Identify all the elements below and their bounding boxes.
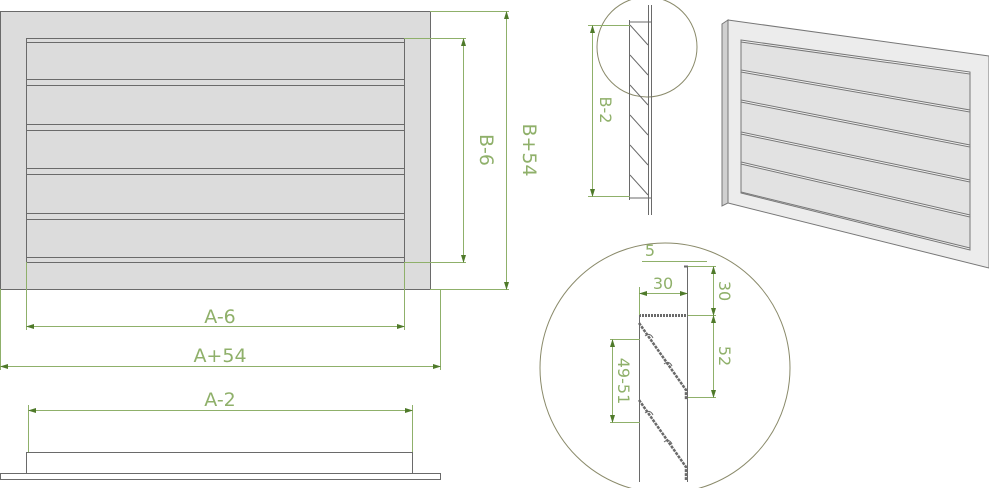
detail-circle [539,242,791,488]
front-view: B-6 B+54 A-6 A+54 [0,11,540,370]
label-side-height: B-2 [596,97,615,124]
label-bottom-width: A-2 [204,389,236,411]
label-slat-pitch: 49-51 [614,358,633,405]
label-outer-height: B+54 [518,123,540,176]
label-flange-depth: 30 [653,274,673,293]
label-flange-thickness: 5 [645,241,655,260]
side-slats [629,21,652,199]
bottom-view: A-2 [0,389,441,480]
bottom-flange [0,473,441,480]
dimension-inner-width: A-6 [26,262,405,330]
label-slat-height: 52 [715,346,734,366]
label-inner-height: B-6 [475,134,497,166]
detail-callout-circle [596,0,698,98]
slats [26,42,404,258]
side-view: B-2 [588,0,698,215]
dimension-inner-height: B-6 [404,38,497,263]
detail-view: 5 30 30 52 49-51 [539,241,791,488]
dimension-outer-width: A+54 [0,289,441,370]
label-flange-height: 30 [715,281,734,301]
isometric-slats [740,41,971,249]
inner-opening [26,38,405,263]
bottom-body [26,452,413,474]
dimension-outer-height: B+54 [430,11,540,290]
isometric-view [721,19,989,269]
label-inner-width: A-6 [204,306,236,328]
label-outer-width: A+54 [193,345,246,367]
